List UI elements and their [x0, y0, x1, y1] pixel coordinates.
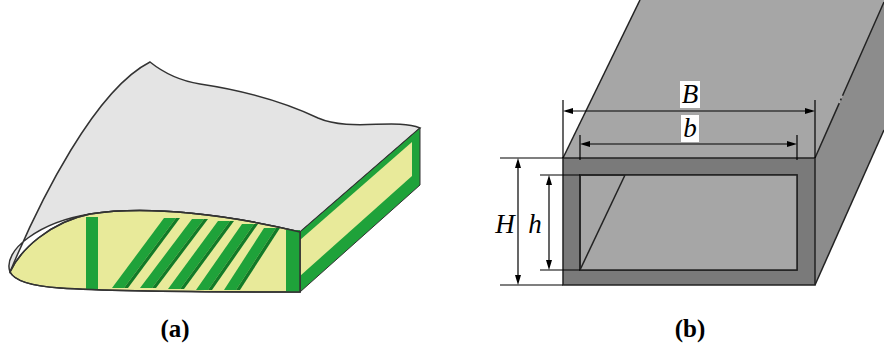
box-beam-illustration	[563, 0, 884, 285]
wing-illustration	[9, 62, 420, 292]
dimension-lines	[500, 100, 815, 285]
dimension-label: b	[681, 115, 699, 142]
subfigure-label: (b)	[673, 316, 708, 341]
subfigure-label: (a)	[158, 316, 191, 341]
dimension-label: h	[526, 211, 544, 238]
dimension-label: B	[680, 81, 701, 108]
dimension-label: H	[493, 211, 517, 238]
